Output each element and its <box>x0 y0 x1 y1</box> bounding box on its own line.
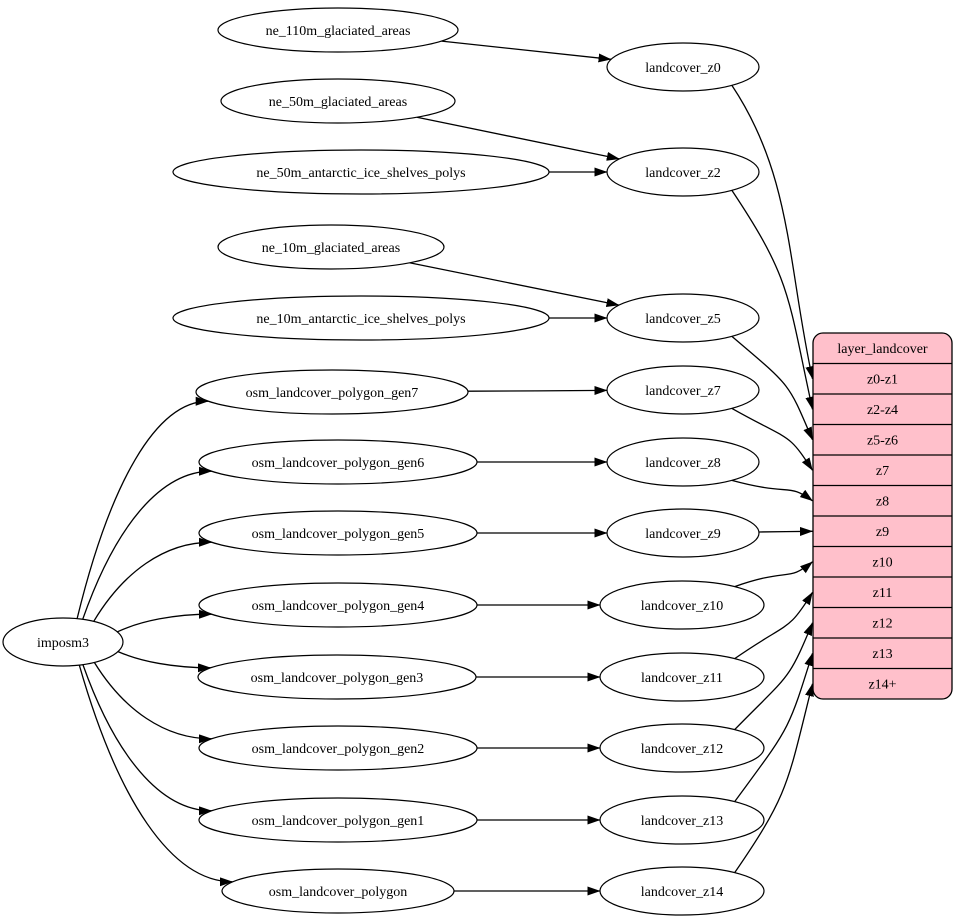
node-label-landcover_z5: landcover_z5 <box>645 312 720 327</box>
edge-imposm3-to-osm_landcover_polygon_gen2 <box>93 662 212 744</box>
node-landcover_z11: landcover_z11 <box>599 652 765 702</box>
table-row-z5-z6: z5-z6 <box>867 434 898 449</box>
edge-imposm3-to-osm_landcover_polygon_gen7 <box>76 396 209 619</box>
node-landcover_z5: landcover_z5 <box>606 293 760 343</box>
node-ne_110m_glaciated_areas: ne_110m_glaciated_areas <box>217 7 459 53</box>
node-label-osm_landcover_polygon_gen5: osm_landcover_polygon_gen5 <box>252 527 425 542</box>
node-label-landcover_z9: landcover_z9 <box>645 527 720 542</box>
edge-imposm3-to-osm_landcover_polygon_gen3 <box>117 651 211 673</box>
node-landcover_z14: landcover_z14 <box>599 866 765 916</box>
node-label-osm_landcover_polygon_gen6: osm_landcover_polygon_gen6 <box>252 456 425 471</box>
edge-imposm3-to-osm_landcover_polygon_gen1 <box>82 664 212 816</box>
table-row-z7: z7 <box>876 464 889 479</box>
node-landcover_z0: landcover_z0 <box>606 42 760 92</box>
table-row-z8: z8 <box>876 495 889 510</box>
node-ne_50m_glaciated_areas: ne_50m_glaciated_areas <box>220 78 456 124</box>
node-label-landcover_z2: landcover_z2 <box>645 166 720 181</box>
edge-landcover_z7-to-layer_landcover-z7 <box>731 407 814 471</box>
node-osm_landcover_polygon_gen1: osm_landcover_polygon_gen1 <box>198 797 478 843</box>
node-landcover_z13: landcover_z13 <box>599 795 765 845</box>
node-label-landcover_z0: landcover_z0 <box>645 61 720 76</box>
node-label-osm_landcover_polygon_gen4: osm_landcover_polygon_gen4 <box>252 599 425 614</box>
edges-layer <box>76 40 815 896</box>
table-row-z2-z4: z2-z4 <box>867 403 898 418</box>
table-layer_landcover: layer_landcover z0-z1 z2-z4 z5-z6 z7 z8 z9 z10 z… <box>812 332 953 700</box>
node-landcover_z12: landcover_z12 <box>599 723 765 773</box>
node-label-imposm3: imposm3 <box>37 636 89 651</box>
edge-landcover_z11-to-layer_landcover-z11 <box>734 591 814 660</box>
node-label-landcover_z11: landcover_z11 <box>641 671 723 686</box>
node-ne_10m_antarctic_ice_shelves_polys: ne_10m_antarctic_ice_shelves_polys <box>172 295 550 341</box>
nodes-layer: imposm3 ne_110m_glaciated_areas ne_50m_gla… <box>2 7 765 916</box>
table-row-z12: z12 <box>872 617 892 632</box>
node-label-ne_10m_antarctic_ice_shelves_polys: ne_10m_antarctic_ice_shelves_polys <box>256 312 465 327</box>
node-label-ne_110m_glaciated_areas: ne_110m_glaciated_areas <box>266 24 411 39</box>
edge-landcover_z13-to-layer_landcover-z13 <box>734 652 814 802</box>
node-osm_landcover_polygon: osm_landcover_polygon <box>221 868 455 914</box>
node-label-landcover_z13: landcover_z13 <box>641 814 723 829</box>
edge-landcover_z0-to-layer_landcover-z0-z1 <box>731 85 815 380</box>
edge-osm_landcover_polygon_gen7-to-landcover_z7 <box>467 385 608 395</box>
table-row-z10: z10 <box>872 556 892 571</box>
node-ne_10m_glaciated_areas: ne_10m_glaciated_areas <box>217 224 445 270</box>
node-label-landcover_z8: landcover_z8 <box>645 456 720 471</box>
node-label-ne_10m_glaciated_areas: ne_10m_glaciated_areas <box>262 241 400 256</box>
node-osm_landcover_polygon_gen7: osm_landcover_polygon_gen7 <box>195 369 469 415</box>
edge-landcover_z5-to-layer_landcover-z5-z6 <box>731 335 814 441</box>
table-row-z0-z1: z0-z1 <box>867 373 898 388</box>
edge-ne_50m_glaciated_areas-to-landcover_z2 <box>416 116 620 161</box>
node-ne_50m_antarctic_ice_shelves_polys: ne_50m_antarctic_ice_shelves_polys <box>172 149 550 195</box>
node-label-osm_landcover_polygon: osm_landcover_polygon <box>269 885 407 900</box>
table-title: layer_landcover <box>837 342 928 357</box>
node-osm_landcover_polygon_gen6: osm_landcover_polygon_gen6 <box>198 439 478 485</box>
edge-landcover_z12-to-layer_landcover-z12 <box>734 622 814 731</box>
node-label-osm_landcover_polygon_gen1: osm_landcover_polygon_gen1 <box>252 814 425 829</box>
edge-imposm3-to-osm_landcover_polygon_gen4 <box>117 609 212 633</box>
node-label-osm_landcover_polygon_gen2: osm_landcover_polygon_gen2 <box>252 742 425 757</box>
node-landcover_z10: landcover_z10 <box>599 580 765 630</box>
edge-landcover_z14-to-layer_landcover-z14+ <box>734 683 814 873</box>
node-label-osm_landcover_polygon_gen3: osm_landcover_polygon_gen3 <box>251 671 424 686</box>
node-label-ne_50m_antarctic_ice_shelves_polys: ne_50m_antarctic_ice_shelves_polys <box>256 166 465 181</box>
node-osm_landcover_polygon_gen2: osm_landcover_polygon_gen2 <box>198 725 478 771</box>
node-osm_landcover_polygon_gen4: osm_landcover_polygon_gen4 <box>198 582 478 628</box>
node-label-osm_landcover_polygon_gen7: osm_landcover_polygon_gen7 <box>246 386 419 401</box>
node-landcover_z7: landcover_z7 <box>606 365 760 415</box>
node-osm_landcover_polygon_gen5: osm_landcover_polygon_gen5 <box>198 510 478 556</box>
node-osm_landcover_polygon_gen3: osm_landcover_polygon_gen3 <box>197 654 477 700</box>
edge-ne_110m_glaciated_areas-to-landcover_z0 <box>441 40 612 63</box>
node-label-landcover_z14: landcover_z14 <box>641 885 723 900</box>
edge-imposm3-to-osm_landcover_polygon_gen5 <box>93 537 212 622</box>
edge-ne_10m_glaciated_areas-to-landcover_z5 <box>409 262 620 308</box>
edge-landcover_z2-to-layer_landcover-z2-z4 <box>731 190 815 410</box>
node-label-ne_50m_glaciated_areas: ne_50m_glaciated_areas <box>269 95 407 110</box>
edge-imposm3-to-osm_landcover_polygon_gen6 <box>82 466 212 620</box>
table-row-z11: z11 <box>873 586 893 601</box>
node-landcover_z8: landcover_z8 <box>606 437 760 487</box>
edge-imposm3-to-osm_landcover_polygon <box>78 664 233 887</box>
node-label-landcover_z12: landcover_z12 <box>641 742 723 757</box>
node-imposm3: imposm3 <box>2 617 124 667</box>
edge-landcover_z9-to-layer_landcover-z9 <box>758 526 813 536</box>
node-landcover_z2: landcover_z2 <box>606 147 760 197</box>
node-landcover_z9: landcover_z9 <box>606 508 760 558</box>
table-row-z9: z9 <box>876 525 889 540</box>
table-row-z14+: z14+ <box>868 678 896 693</box>
node-label-landcover_z7: landcover_z7 <box>645 384 720 399</box>
table-row-z13: z13 <box>872 647 892 662</box>
edge-landcover_z10-to-layer_landcover-z10 <box>734 561 813 588</box>
edge-landcover_z8-to-layer_landcover-z8 <box>731 479 813 502</box>
node-label-landcover_z10: landcover_z10 <box>641 599 723 614</box>
